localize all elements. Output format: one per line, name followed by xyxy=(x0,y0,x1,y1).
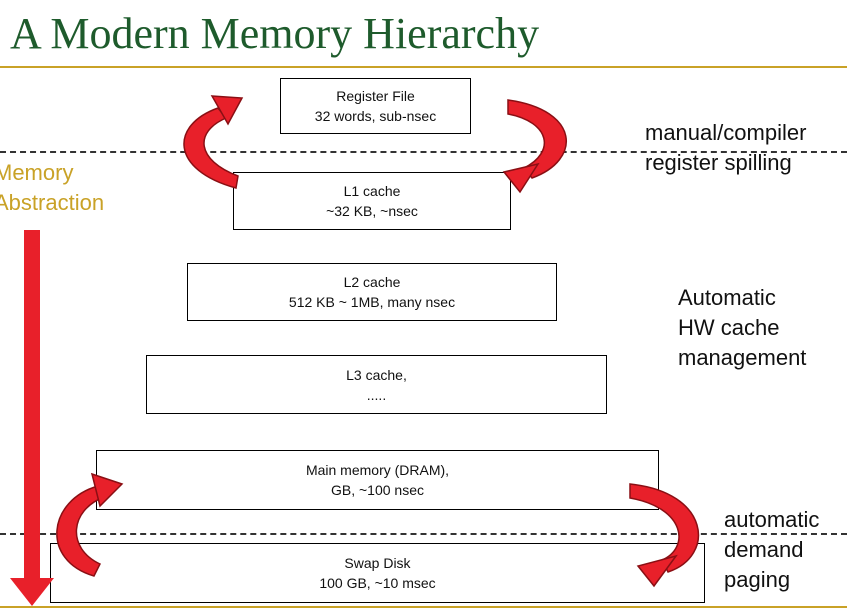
hw-cache-management-note: Automatic HW cache management xyxy=(678,283,806,373)
register-file-box: Register File 32 words, sub-nsec xyxy=(280,78,471,134)
box-detail: ~32 KB, ~nsec xyxy=(326,203,418,219)
box-title: Main memory (DRAM), xyxy=(305,462,450,478)
l2-cache-box: L2 cache 512 KB ~ 1MB, many nsec xyxy=(187,263,557,321)
box-title: Register File xyxy=(336,88,415,104)
box-detail: 32 words, sub-nsec xyxy=(314,108,437,124)
note-line: automatic xyxy=(724,507,820,532)
box-title: L3 cache, xyxy=(346,366,407,383)
abstraction-line-1: Memory xyxy=(0,160,74,185)
register-boundary-line xyxy=(0,151,847,153)
swap-disk-box: Swap Disk 100 GB, ~10 msec xyxy=(50,543,705,603)
l1-cache-box: L1 cache ~32 KB, ~nsec xyxy=(233,172,511,230)
bottom-rule xyxy=(0,606,847,608)
box-detail: 512 KB ~ 1MB, many nsec xyxy=(288,294,456,310)
l3-cache-box: L3 cache, ..... xyxy=(146,355,607,414)
swap-in-arrow-left-top xyxy=(183,95,244,189)
box-title: L2 cache xyxy=(343,274,401,290)
page-in-arrow-left-bottom xyxy=(56,472,124,577)
note-line: demand xyxy=(724,537,804,562)
register-spilling-note: manual/compiler register spilling xyxy=(645,118,806,178)
main-memory-box: Main memory (DRAM), GB, ~100 nsec xyxy=(96,450,659,510)
note-line: HW cache xyxy=(678,315,780,340)
note-line: Automatic xyxy=(678,285,776,310)
abstraction-down-arrow xyxy=(10,230,54,606)
note-line: management xyxy=(678,345,807,370)
page-title: A Modern Memory Hierarchy xyxy=(10,9,540,58)
page-out-arrow-right-bottom xyxy=(629,483,700,588)
box-title: Swap Disk xyxy=(344,555,411,571)
demand-paging-note: automatic demand paging xyxy=(724,505,819,595)
note-line: register spilling xyxy=(645,150,792,175)
box-detail: GB, ~100 nsec xyxy=(330,482,424,498)
box-detail: 100 GB, ~10 msec xyxy=(319,575,436,591)
abstraction-line-2: Abstraction xyxy=(0,190,105,215)
title-underline xyxy=(0,66,847,68)
paging-boundary-line xyxy=(0,533,847,535)
box-detail: ..... xyxy=(366,386,387,403)
spill-arrow-right-top xyxy=(502,99,567,194)
box-title: L1 cache xyxy=(343,183,401,199)
note-line: manual/compiler xyxy=(645,120,807,145)
memory-abstraction-label: Memory Abstraction xyxy=(0,158,104,218)
note-line: paging xyxy=(724,567,791,592)
